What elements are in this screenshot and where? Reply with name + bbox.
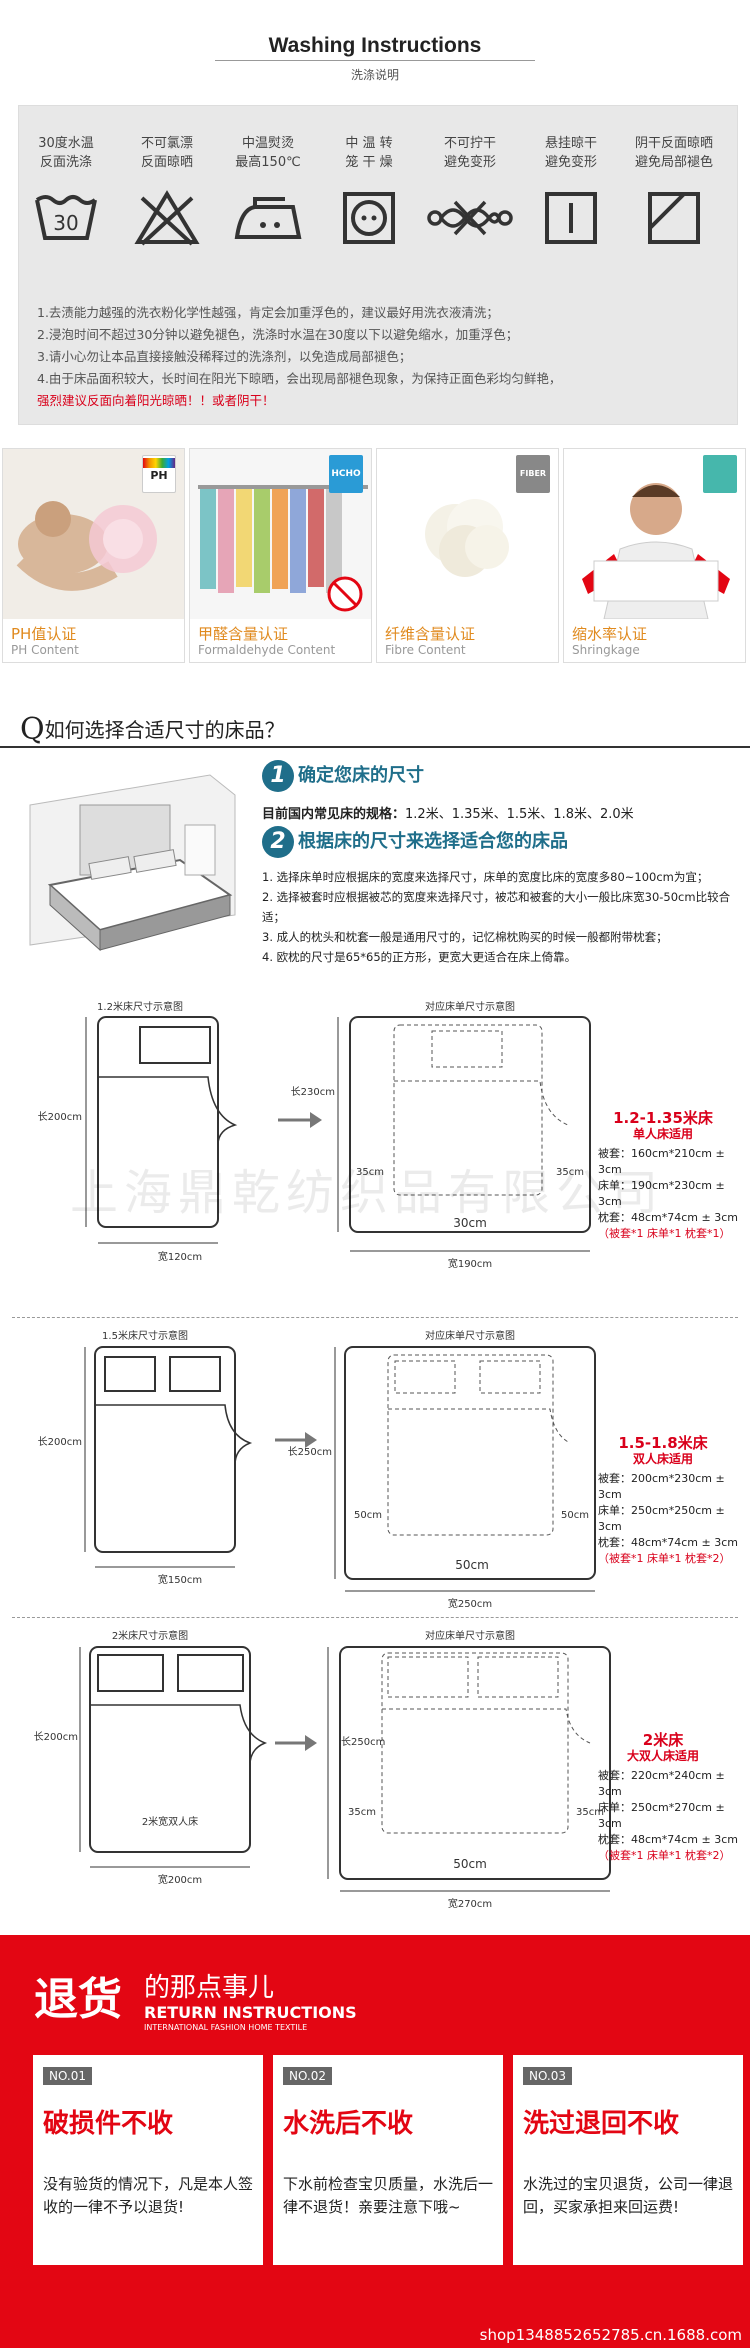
return-section: 退货 的那点事儿 RETURN INSTRUCTIONS INTERNATION… <box>0 1935 750 2348</box>
diagram-divider-1 <box>12 1317 738 1318</box>
wash-warning: 强烈建议反面向着阳光晾晒！！或者阴干！ <box>37 393 275 408</box>
cert-ph: PH PH值认证 PH Content <box>2 448 185 663</box>
wash-header: Washing Instructions 洗涤说明 <box>0 0 750 105</box>
svg-text:长200cm: 长200cm <box>38 1436 82 1448</box>
svg-text:长250cm: 长250cm <box>341 1736 385 1748</box>
svg-text:50cm: 50cm <box>455 1558 489 1572</box>
wash-title-en: Washing Instructions <box>268 34 482 57</box>
wash-title-cn: 洗涤说明 <box>350 68 399 82</box>
cert-shrinkage-image <box>564 449 745 619</box>
wash-symbol-tumble: 中 温 转 笼 干 燥 <box>324 134 414 246</box>
shade-dry-icon <box>629 190 719 246</box>
return-card-2: NO.02 水洗后不收 下水前检查宝贝质量，水洗后一律不退货！亲要注意下哦~ <box>273 2055 503 2265</box>
svg-text:宽250cm: 宽250cm <box>448 1597 492 1610</box>
company-watermark: 上海鼎乾纺织品有限公司 <box>70 1165 665 1221</box>
svg-text:35cm: 35cm <box>348 1807 376 1818</box>
cert-shrinkage: 缩水率认证 Shringkage <box>563 448 746 663</box>
svg-text:2米宽双人床: 2米宽双人床 <box>142 1815 198 1828</box>
wash-symbol-iron: 中温熨烫 最高150℃ <box>223 134 313 246</box>
svg-text:30cm: 30cm <box>453 1216 487 1230</box>
svg-text:宽120cm: 宽120cm <box>158 1250 202 1263</box>
diagram-divider-2 <box>12 1617 738 1618</box>
svg-text:35cm: 35cm <box>556 1167 584 1178</box>
svg-text:35cm: 35cm <box>576 1807 604 1818</box>
hang-dry-icon <box>526 190 616 246</box>
svg-text:长200cm: 长200cm <box>34 1731 78 1743</box>
diagram-1-5m: 1.5米床尺寸示意图 长200cm 宽150cm 对应床单尺寸示意图 长250c… <box>38 1329 596 1610</box>
shop-url-link[interactable]: shop1348852652785.cn.1688.com <box>479 2326 742 2344</box>
shop-footer: shop1348852652785.cn.1688.com <box>0 2323 750 2348</box>
wash-symbols-panel: 30度水温 反面洗涤 30 不可氯漂 反面晾晒 中温熨烫 最高150℃ <box>18 105 738 425</box>
svg-text:长250cm: 长250cm <box>288 1446 332 1458</box>
no-wring-icon <box>425 190 515 246</box>
diagram-1-info: 1.2-1.35米床 单人床适用 被套：160cm*210cm ± 3cm 床单… <box>598 1109 738 1240</box>
cert-formaldehyde: HCHO 甲醛含量认证 Formaldehyde Content <box>189 448 372 663</box>
svg-text:宽270cm: 宽270cm <box>448 1897 492 1910</box>
step-2-badge: 2 <box>262 826 294 858</box>
svg-text:对应床单尺寸示意图: 对应床单尺寸示意图 <box>425 1000 515 1013</box>
tumble-dry-icon <box>324 190 414 246</box>
wash-notes: 1.去渍能力越强的洗衣粉化学性越强，肯定会加重浮色的，建议最好用洗衣液清洗； 2… <box>37 302 727 412</box>
step-1-badge: 1 <box>262 760 294 792</box>
wash-30-icon: 30 <box>21 190 111 246</box>
diagram-2-info: 1.5-1.8米床 双人床适用 被套：200cm*230cm ± 3cm 床单：… <box>598 1434 738 1565</box>
svg-text:30: 30 <box>53 211 78 235</box>
wash-symbol-hang: 悬挂晾干 避免变形 <box>526 134 616 246</box>
diagram-3-info: 2米床 大双人床适用 被套：220cm*240cm ± 3cm 床单：250cm… <box>598 1731 738 1862</box>
svg-text:1.2米床尺寸示意图: 1.2米床尺寸示意图 <box>97 1000 183 1013</box>
return-card-1: NO.01 破损件不收 没有验货的情况下，凡是本人签收的一律不予以退货! <box>33 2055 263 2265</box>
wash-symbol-no-bleach: 不可氯漂 反面晾晒 <box>122 134 212 246</box>
wash-title-divider <box>215 60 535 61</box>
return-card-3: NO.03 洗过退回不收 水洗过的宝贝退货，公司一律退回，买家承担来回运费! <box>513 2055 743 2265</box>
no-bleach-icon <box>122 190 212 246</box>
size-rules: 1. 选择床单时应根据床的宽度来选择尺寸，床单的宽度比床的宽度多80~100cm… <box>262 870 731 964</box>
size-question: Q如何选择合适尺寸的床品？ <box>20 712 285 747</box>
bedroom-illustration <box>20 765 245 980</box>
svg-text:对应床单尺寸示意图: 对应床单尺寸示意图 <box>425 1329 515 1342</box>
svg-text:长200cm: 长200cm <box>38 1111 82 1123</box>
svg-text:长230cm: 长230cm <box>291 1086 335 1098</box>
size-divider <box>0 746 750 748</box>
svg-text:50cm: 50cm <box>354 1510 382 1521</box>
wash-symbol-30: 30度水温 反面洗涤 30 <box>21 134 111 246</box>
diagram-2m: 2米床尺寸示意图 2米宽双人床 长200cm 宽200cm 对应床单尺寸示意图 … <box>34 1629 611 1910</box>
svg-text:1.5米床尺寸示意图: 1.5米床尺寸示意图 <box>102 1329 188 1342</box>
wash-symbol-shade: 阴干反面晾晒 避免局部褪色 <box>629 134 719 246</box>
svg-text:50cm: 50cm <box>453 1857 487 1871</box>
wash-symbol-no-wring: 不可拧干 避免变形 <box>425 134 515 246</box>
svg-text:宽200cm: 宽200cm <box>158 1873 202 1886</box>
svg-text:2米床尺寸示意图: 2米床尺寸示意图 <box>112 1629 188 1642</box>
svg-text:对应床单尺寸示意图: 对应床单尺寸示意图 <box>425 1629 515 1642</box>
cert-fibre: FIBER 纤维含量认证 Fibre Content <box>376 448 559 663</box>
size-spec: 目前国内常见床的规格：1.2米、1.35米、1.5米、1.8米、2.0米 <box>262 807 634 822</box>
svg-text:宽150cm: 宽150cm <box>158 1573 202 1586</box>
svg-text:宽190cm: 宽190cm <box>448 1257 492 1270</box>
iron-icon <box>223 190 313 246</box>
svg-text:50cm: 50cm <box>561 1510 589 1521</box>
cert-formaldehyde-image <box>190 449 371 619</box>
diagram-1-2m: 1.2米床尺寸示意图 长200cm 宽120cm 对应床单尺寸示意图 长230c… <box>38 1000 591 1270</box>
svg-text:35cm: 35cm <box>356 1167 384 1178</box>
ph-badge-icon: PH <box>142 455 176 493</box>
hcho-badge-icon: HCHO <box>329 455 363 493</box>
fiber-badge-icon: FIBER <box>516 455 550 493</box>
shrinkage-badge-icon <box>703 455 737 493</box>
